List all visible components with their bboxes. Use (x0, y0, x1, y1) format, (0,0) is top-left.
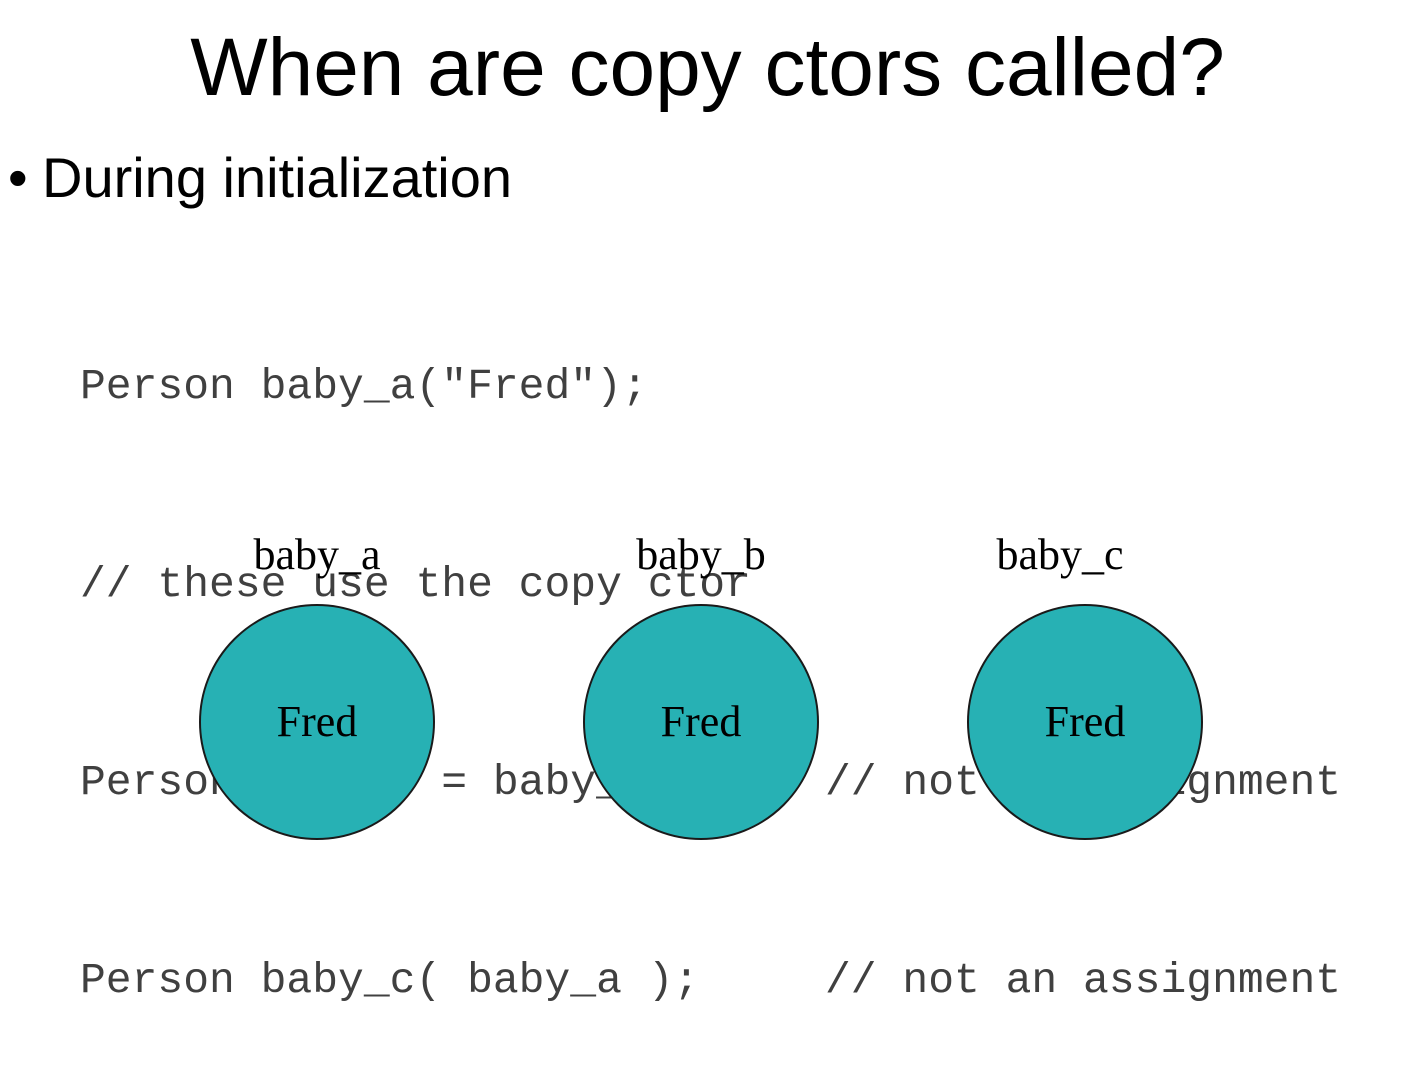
object-circle-baby-a: Fred (199, 604, 435, 840)
code-line-1: Person baby_a("Fred"); (80, 362, 648, 411)
object-value-baby-a: Fred (276, 697, 358, 746)
object-value-baby-b: Fred (660, 697, 742, 746)
slide-title: When are copy ctors called? (190, 22, 1225, 113)
code-line-2: // these use the copy ctor (80, 560, 751, 609)
bullet-text: During initialization (42, 146, 513, 209)
object-label-baby-b: baby_b (636, 530, 766, 579)
bullet-dot-icon: • (8, 146, 28, 209)
object-label-baby-c: baby_c (996, 530, 1124, 579)
code-line-4-code: Person baby_c( baby_a ); (80, 956, 700, 1005)
code-line-4-comment: // not an assignment (825, 956, 1342, 1005)
code-line-4: Person baby_c( baby_a ); // not an assign… (80, 948, 1341, 1014)
object-circle-baby-b: Fred (583, 604, 819, 840)
bullet-item: •During initialization (8, 145, 512, 211)
object-value-baby-c: Fred (1044, 697, 1126, 746)
object-circle-baby-c: Fred (967, 604, 1203, 840)
object-label-baby-a: baby_a (253, 530, 381, 579)
